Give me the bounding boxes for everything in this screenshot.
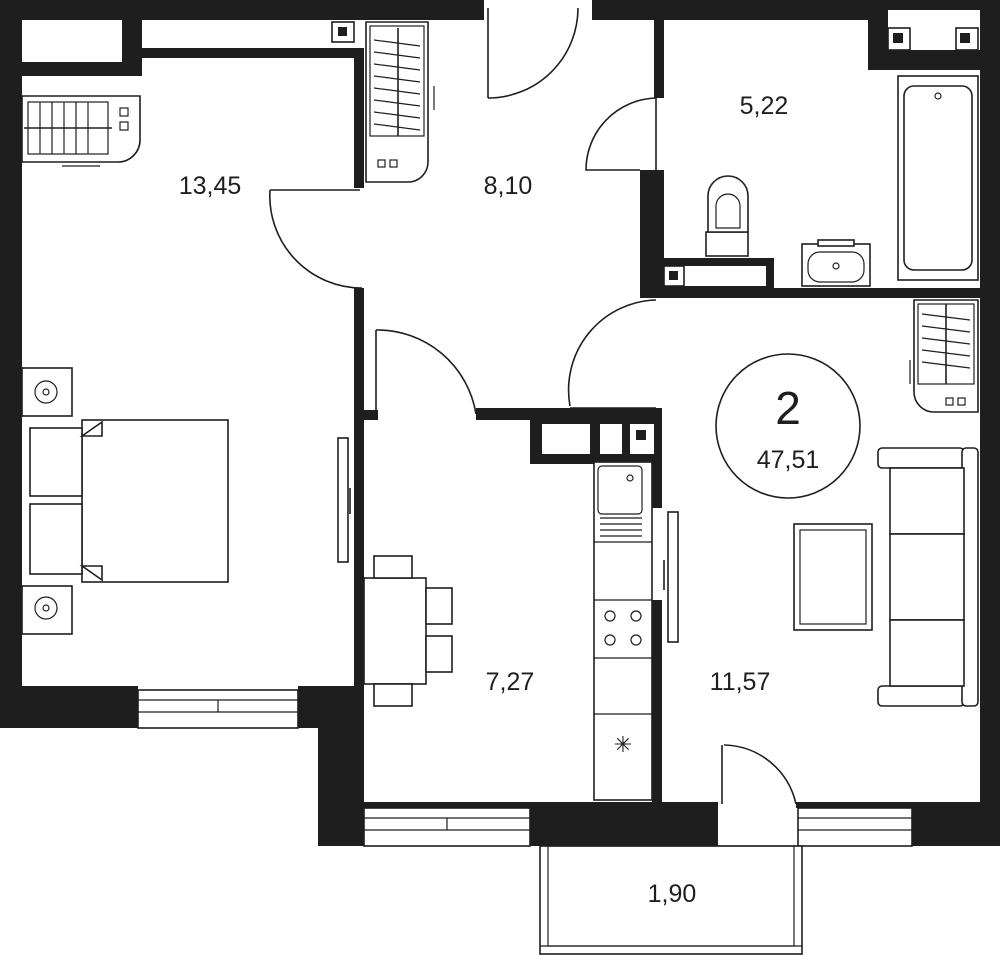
total-area: 47,51 [757,446,820,474]
doors [269,7,797,805]
area-label-kitchen: 7,27 [486,668,535,696]
area-label-balcony: 1,90 [648,880,697,908]
fridge-icon: ✳ [614,732,632,757]
area-label-hallway: 8,10 [484,172,533,200]
bathroom-fixtures [663,27,979,287]
area-label-living-room: 11,57 [710,668,771,696]
balcony [539,845,803,955]
area-label-bathroom: 5,22 [740,92,789,120]
walls [0,0,1000,846]
area-labels: 13,45 8,10 5,22 7,27 11,57 1,90 2 47,51 [179,92,820,908]
rooms-count: 2 [775,382,801,434]
living-furniture [663,299,979,707]
windows [137,689,913,847]
wall-openings [24,22,766,454]
bedroom-furniture [21,21,435,635]
kitchen-furniture: ✳ [363,430,653,801]
area-label-bedroom: 13,45 [179,172,242,200]
